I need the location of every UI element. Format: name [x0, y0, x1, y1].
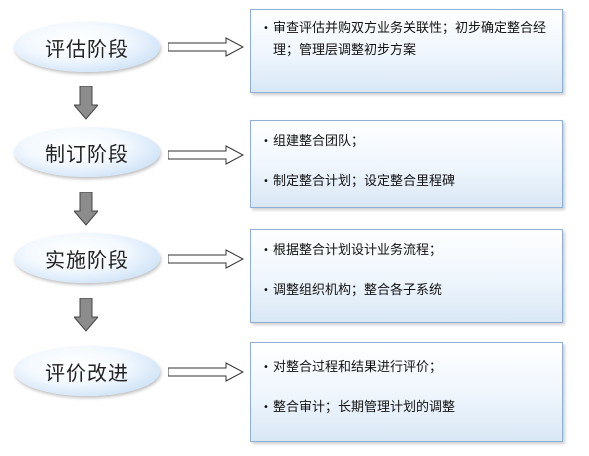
bullet-icon: • — [263, 285, 269, 296]
description-text: 对整合过程和结果进行评价； — [273, 360, 443, 375]
list-item: • 审查评估并购双方业务关联性；初步确定整合经理；管理层调整初步方案 — [263, 18, 552, 62]
description-box-planning: • 组建整合团队； • 制定整合计划；设定整合里程碑 — [250, 120, 563, 208]
right-arrow-icon — [168, 37, 244, 57]
right-arrow-icon — [168, 249, 244, 269]
description-box-evaluation: • 审查评估并购双方业务关联性；初步确定整合经理；管理层调整初步方案 — [250, 9, 563, 93]
stage-review-improve: 评价改进 — [14, 346, 160, 396]
stage-label: 评价改进 — [45, 360, 129, 385]
description-text: 制定整合计划；设定整合里程碑 — [273, 174, 456, 189]
description-text: 审查评估并购双方业务关联性；初步确定整合经理；管理层调整初步方案 — [273, 21, 547, 58]
right-arrow-icon — [168, 362, 244, 382]
down-arrow-icon — [74, 298, 98, 332]
stage-implementation: 实施阶段 — [14, 233, 160, 283]
stage-label: 制订阶段 — [45, 141, 129, 166]
bullet-icon: • — [263, 402, 269, 413]
list-item: • 整合审计；长期管理计划的调整 — [263, 397, 552, 419]
down-arrow-icon — [74, 86, 98, 120]
list-item: • 对整合过程和结果进行评价； — [263, 357, 552, 379]
stage-label: 评估阶段 — [45, 36, 129, 61]
bullet-icon: • — [263, 176, 269, 187]
bullet-icon: • — [263, 23, 269, 34]
description-box-review-improve: • 对整合过程和结果进行评价； • 整合审计；长期管理计划的调整 — [250, 342, 563, 442]
description-text: 调整组织机构；整合各子系统 — [273, 283, 443, 298]
description-box-implementation: • 根据整合计划设计业务流程； • 调整组织机构；整合各子系统 — [250, 229, 563, 323]
right-arrow-icon — [168, 145, 244, 165]
list-item: • 根据整合计划设计业务流程； — [263, 240, 552, 262]
list-item: • 制定整合计划；设定整合里程碑 — [263, 171, 552, 193]
description-text: 整合审计；长期管理计划的调整 — [273, 400, 456, 415]
bullet-icon: • — [263, 245, 269, 256]
list-item: • 调整组织机构；整合各子系统 — [263, 280, 552, 302]
list-item: • 组建整合团队； — [263, 131, 552, 153]
stage-label: 实施阶段 — [45, 247, 129, 272]
stage-planning: 制订阶段 — [14, 127, 160, 177]
down-arrow-icon — [74, 192, 98, 226]
stage-evaluation: 评估阶段 — [14, 22, 160, 72]
bullet-icon: • — [263, 362, 269, 373]
bullet-icon: • — [263, 136, 269, 147]
description-text: 组建整合团队； — [273, 134, 365, 149]
description-text: 根据整合计划设计业务流程； — [273, 243, 443, 258]
